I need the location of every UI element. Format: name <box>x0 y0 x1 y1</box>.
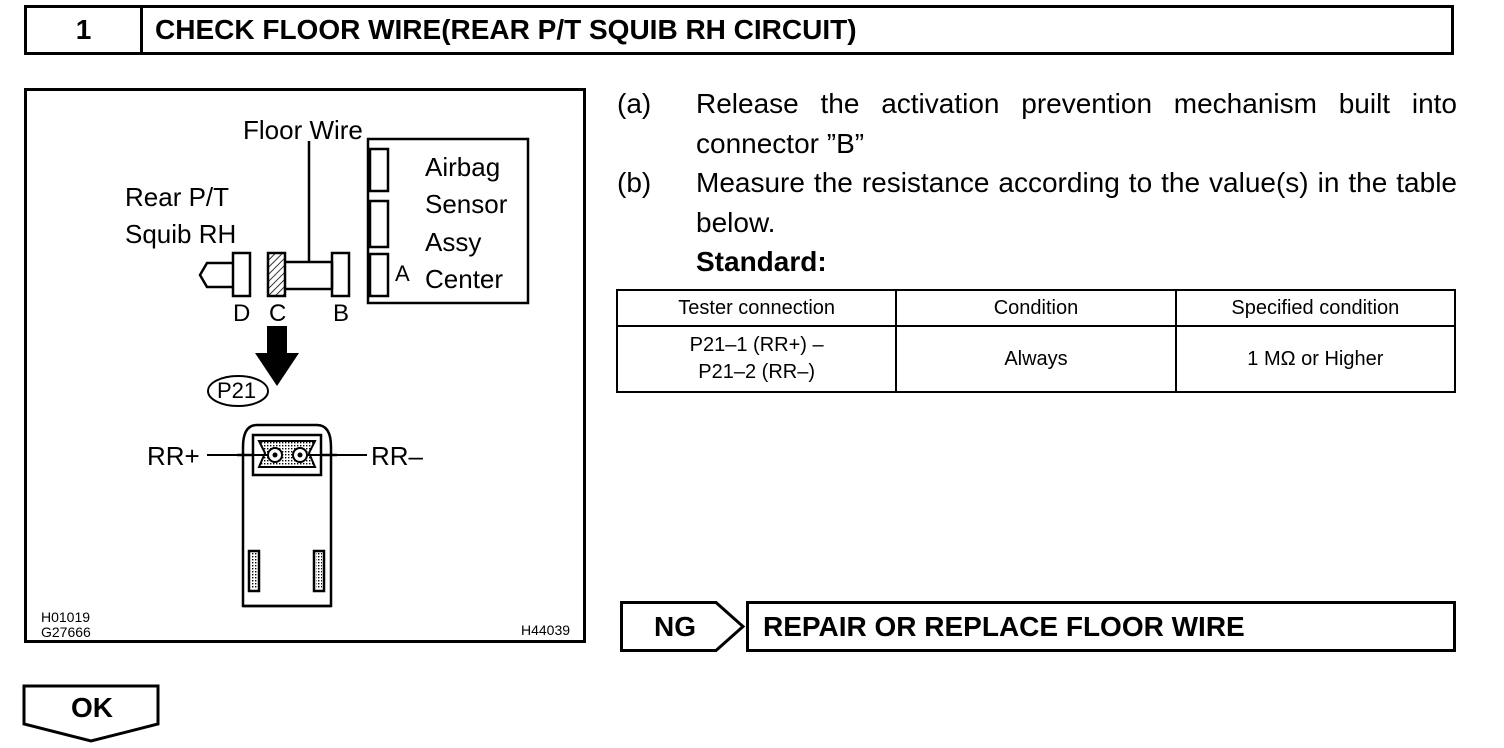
table-cell-condition: Always <box>895 325 1177 393</box>
instruction-steps: (a) Release the activation prevention me… <box>617 84 1457 282</box>
squib-label-line2: Squib RH <box>125 219 237 249</box>
connector-c-label: C <box>269 300 287 327</box>
connection-line2: P21–2 (RR–) <box>698 361 816 383</box>
spec-table: Tester connection Condition Specified co… <box>615 289 1457 393</box>
floor-wire-label: Floor Wire <box>243 115 363 145</box>
step-b-text: Measure the resistance according to the … <box>696 167 1457 238</box>
ng-arrow-shape <box>620 601 746 652</box>
rr-minus-label: RR– <box>371 441 424 471</box>
airbag-label-line3: Assy <box>425 227 482 257</box>
figure-code-2: G27666 <box>41 624 91 640</box>
step-b: (b) Measure the resistance according to … <box>617 163 1457 242</box>
connector-a-label: A <box>395 261 410 286</box>
connector-slot-1 <box>368 147 390 193</box>
ng-label: NG <box>654 610 696 642</box>
step-a-text: Release the activation prevention mechan… <box>696 88 1457 159</box>
ng-action: REPAIR OR REPLACE FLOOR WIRE <box>746 601 1456 652</box>
p21-ellipse <box>207 375 269 407</box>
p21-connector-body <box>241 423 333 608</box>
step-number: 1 <box>27 8 143 52</box>
squib-label-line1: Rear P/T <box>125 182 230 212</box>
step-a-label: (a) <box>617 88 652 119</box>
wiring-diagram <box>198 137 530 608</box>
airbag-sensor-box <box>366 137 530 305</box>
connector-b-label: B <box>333 300 350 327</box>
airbag-label-line4: Center <box>425 264 504 294</box>
table-header-specified: Specified condition <box>1174 289 1457 327</box>
connector-slot-2 <box>368 199 390 249</box>
table-header-tester: Tester connection <box>615 289 898 327</box>
airbag-label-line2: Sensor <box>425 189 508 219</box>
connector-c <box>266 251 287 298</box>
squib-plug <box>198 261 233 289</box>
connector-d <box>231 251 252 298</box>
table-header-row: Tester connection Condition Specified co… <box>615 289 1457 327</box>
ok-arrow-shape <box>22 684 160 743</box>
standard-label: Standard: <box>696 246 827 277</box>
table-row: P21–1 (RR+) – P21–2 (RR–) Always 1 MΩ or… <box>615 325 1457 393</box>
step-title: CHECK FLOOR WIRE(REAR P/T SQUIB RH CIRCU… <box>155 14 857 45</box>
connector-b <box>330 251 351 298</box>
connector-a <box>368 252 390 298</box>
step-header: 1 CHECK FLOOR WIRE(REAR P/T SQUIB RH CIR… <box>24 5 1454 55</box>
wiring-figure: Floor Wire Rear P/T Squib RH Airbag Sens… <box>24 88 586 643</box>
connector-id-label: P21 <box>217 378 257 403</box>
rr-plus-label: RR+ <box>147 441 200 471</box>
table-header-condition: Condition <box>895 289 1177 327</box>
down-arrow <box>255 326 299 386</box>
step-a: (a) Release the activation prevention me… <box>617 84 1457 163</box>
table-cell-connection: P21–1 (RR+) – P21–2 (RR–) <box>615 325 898 393</box>
connection-line1: P21–1 (RR+) – <box>689 334 824 356</box>
connector-d-label: D <box>233 300 251 327</box>
table-cell-specified: 1 MΩ or Higher <box>1174 325 1457 393</box>
figure-code-3: H44039 <box>521 622 571 638</box>
figure-code-1: H01019 <box>41 609 91 625</box>
step-b-label: (b) <box>617 167 652 198</box>
airbag-label-line1: Airbag <box>425 152 501 182</box>
floor-wire-body <box>285 260 332 291</box>
ok-label: OK <box>71 692 113 723</box>
